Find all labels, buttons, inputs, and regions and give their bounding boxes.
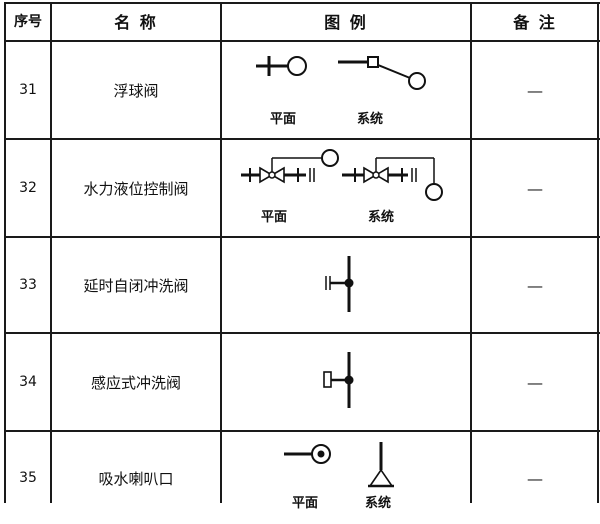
legend-symbols <box>241 56 443 488</box>
row-note: — <box>527 178 543 198</box>
row-note: — <box>527 275 543 295</box>
caption-plan: 平面 <box>261 210 288 225</box>
header-legend: 图 例 <box>324 13 368 32</box>
row-name: 吸水喇叭口 <box>98 469 174 488</box>
row-note: — <box>527 372 543 392</box>
float-valve-system-icon <box>338 56 426 90</box>
grid-line <box>50 2 52 503</box>
row-note: — <box>527 468 543 488</box>
bell-mouth-plan-icon <box>284 444 331 464</box>
bell-mouth-system-icon <box>368 442 394 488</box>
row-name: 浮球阀 <box>113 81 159 100</box>
induction-flush-valve-icon <box>323 352 354 408</box>
grid-line <box>220 2 222 503</box>
row-name: 延时自闭冲洗阀 <box>83 276 189 295</box>
float-valve-plan-icon <box>256 56 307 76</box>
grid-line <box>4 2 6 503</box>
grid-line <box>597 2 599 503</box>
grid-line <box>4 40 600 42</box>
row-number: 31 <box>19 82 37 98</box>
level-control-valve-system-icon <box>342 157 443 201</box>
grid-line <box>4 332 600 334</box>
grid-line <box>4 2 600 4</box>
legend-table: 序号 名 称 图 例 备 注 31 浮球阀 平面 系统 — 32 水力液位控制阀… <box>4 2 600 511</box>
caption-system: 系统 <box>357 112 384 127</box>
grid-line <box>4 138 600 140</box>
delay-flush-valve-icon <box>325 256 354 312</box>
grid-line <box>4 430 600 432</box>
header-no: 序号 <box>14 14 42 30</box>
header-note: 备 注 <box>513 13 557 32</box>
caption-plan: 平面 <box>270 112 297 127</box>
row-number: 34 <box>19 374 37 390</box>
row-name: 感应式冲洗阀 <box>90 373 181 392</box>
row-number: 32 <box>19 180 37 196</box>
level-control-valve-plan-icon <box>241 149 339 184</box>
grid-line <box>4 236 600 238</box>
grid-line <box>470 2 472 503</box>
header-name: 名 称 <box>114 13 158 32</box>
row-number: 35 <box>19 470 37 486</box>
caption-system: 系统 <box>368 210 395 225</box>
row-name: 水力液位控制阀 <box>83 179 189 198</box>
row-number: 33 <box>19 277 37 293</box>
row-note: — <box>527 80 543 100</box>
